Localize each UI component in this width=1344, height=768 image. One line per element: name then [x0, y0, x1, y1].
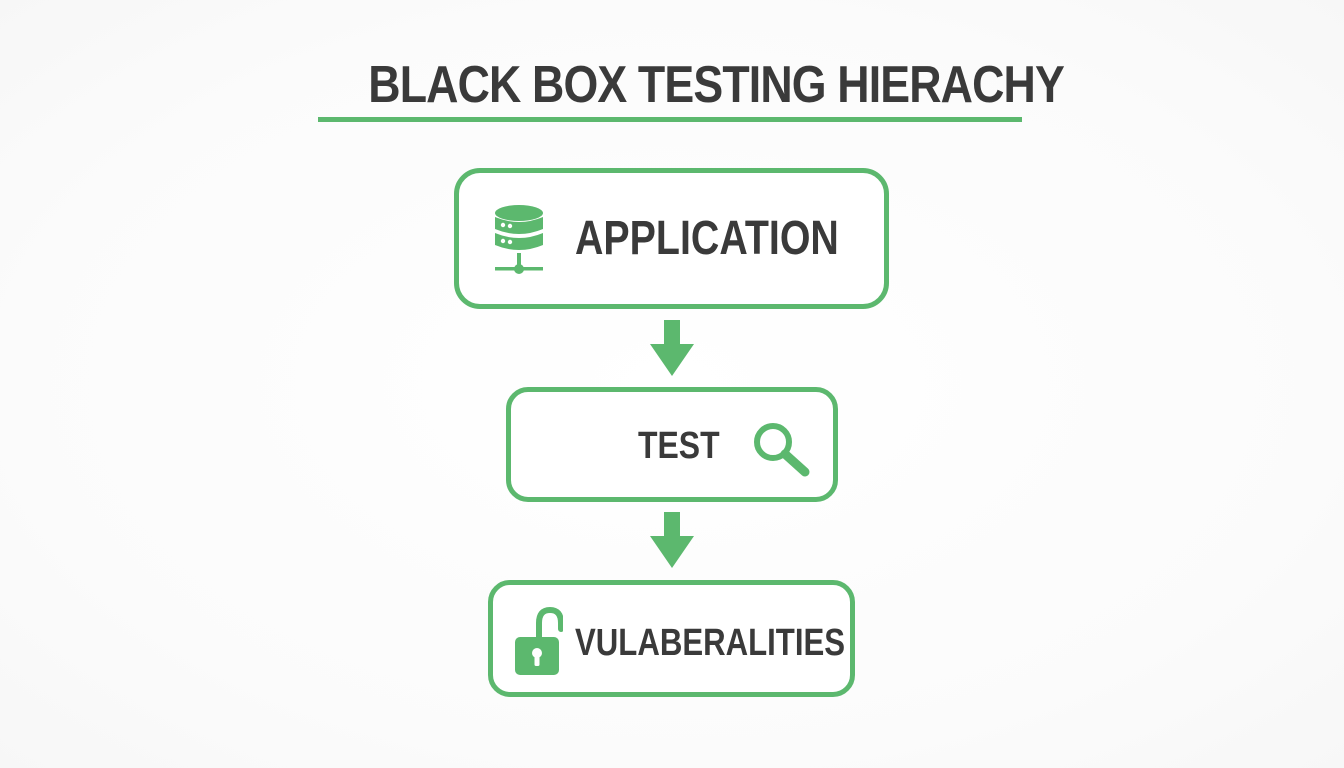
magnifying-glass-icon [754, 423, 810, 477]
diagram-title: BLACK BOX TESTING HIERACHY [368, 56, 1065, 114]
node-application: APPLICATION [454, 168, 889, 309]
node-vulnerabilities-label: VULABERALITIES [575, 622, 846, 664]
database-server-icon [495, 205, 543, 274]
unlocked-padlock-icon [515, 606, 563, 675]
node-vulnerabilities: VULABERALITIES [488, 580, 855, 697]
node-application-label: APPLICATION [575, 212, 839, 265]
arrow-down-1 [650, 320, 694, 376]
node-test: TEST [506, 387, 838, 502]
node-test-label: TEST [638, 425, 720, 467]
arrow-down-2 [650, 512, 694, 568]
title-underline [318, 117, 1022, 122]
